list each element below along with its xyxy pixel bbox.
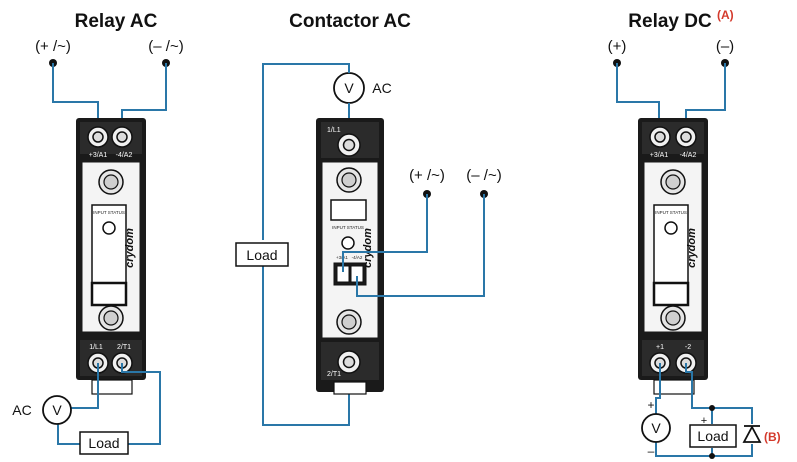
relay-dc-meter-plus: + <box>647 398 654 412</box>
relay-dc-meter-minus: – <box>648 444 655 458</box>
contactor-status-label: INPUT STATUS <box>332 225 364 230</box>
relay-ac-bottom-right-label: 2/T1 <box>117 344 131 351</box>
relay-dc-title: Relay DC <box>628 11 712 32</box>
relay-dc-note: (A) <box>717 8 734 22</box>
screw-head-icon <box>654 131 666 143</box>
relay-ac-load <box>79 431 129 455</box>
relay-dc-diode-note: (B) <box>764 430 781 444</box>
screw-head-icon <box>342 355 356 369</box>
relay-dc-bottom-right-label: -2 <box>685 344 691 351</box>
voltmeter-icon <box>42 395 72 425</box>
relay-ac-module: (+ /~) (– /~) +3/A1 -4/A2 INPUT STATUS c… <box>12 38 184 455</box>
relay-ac-positive-terminal: (+ /~) <box>35 38 71 55</box>
contactor-load-label: Load <box>246 247 277 263</box>
relay-dc-negative-terminal: (–) <box>716 38 734 55</box>
relay-ac-top-right-label: -4/A2 <box>116 152 133 159</box>
relay-dc-meter: V <box>651 420 661 436</box>
relay-ac-title: Relay AC <box>75 11 158 32</box>
contactor-ac-title: Contactor AC <box>289 11 411 32</box>
relay-dc-top-right-label: -4/A2 <box>680 152 697 159</box>
contactor-meter-label: AC <box>372 80 391 96</box>
voltmeter-icon <box>641 413 671 443</box>
contactor-meter: V <box>344 80 354 96</box>
screw-head-icon <box>92 131 104 143</box>
relay-ac-top-left-label: +3/A1 <box>89 152 108 159</box>
status-led-icon <box>664 221 678 235</box>
relay-dc-load <box>689 424 737 448</box>
relay-ac-brand: crydom <box>124 228 136 268</box>
relay-dc-top-left-label: +3/A1 <box>650 152 669 159</box>
relay-dc-load-plus: + <box>701 415 707 427</box>
status-led-icon <box>341 236 355 250</box>
contactor-brand: crydom <box>362 228 374 268</box>
relay-dc-module: (+) (–) +3/A1 -4/A2 INPUT STATUS crydom … <box>608 38 781 459</box>
relay-dc-status-label: INPUT STATUS <box>655 210 687 215</box>
relay-dc-positive-terminal: (+) <box>608 38 627 55</box>
contactor-load <box>235 242 289 267</box>
contactor-negative-terminal: (– /~) <box>466 167 501 184</box>
diode-icon <box>742 425 762 443</box>
relay-dc-bottom-left-label: +1 <box>656 344 664 351</box>
relay-dc-load-label: Load <box>697 428 728 444</box>
contactor-bottom-terminal: 2/T1 <box>327 371 341 378</box>
screw-head-icon <box>116 131 128 143</box>
contactor-positive-terminal: (+ /~) <box>409 167 445 184</box>
relay-ac-status-label: INPUT STATUS <box>93 210 125 215</box>
contactor-ctrl-right: -4/A2 <box>352 255 363 260</box>
relay-ac-meter-label: AC <box>12 402 31 418</box>
contactor-top-terminal: 1/L1 <box>327 127 341 134</box>
screw-head-icon <box>342 138 356 152</box>
relay-dc-brand: crydom <box>686 228 698 268</box>
screw-head-icon <box>680 131 692 143</box>
relay-ac-negative-terminal: (– /~) <box>148 38 183 55</box>
contactor-ac-module: V AC Load 1/L1 INPUT STATUS +3/A1 -4/A2 … <box>235 63 502 426</box>
relay-ac-bottom-left-label: 1/L1 <box>89 344 103 351</box>
relay-ac-meter: V <box>52 402 62 418</box>
status-led-icon <box>102 221 116 235</box>
relay-ac-load-label: Load <box>88 435 119 451</box>
